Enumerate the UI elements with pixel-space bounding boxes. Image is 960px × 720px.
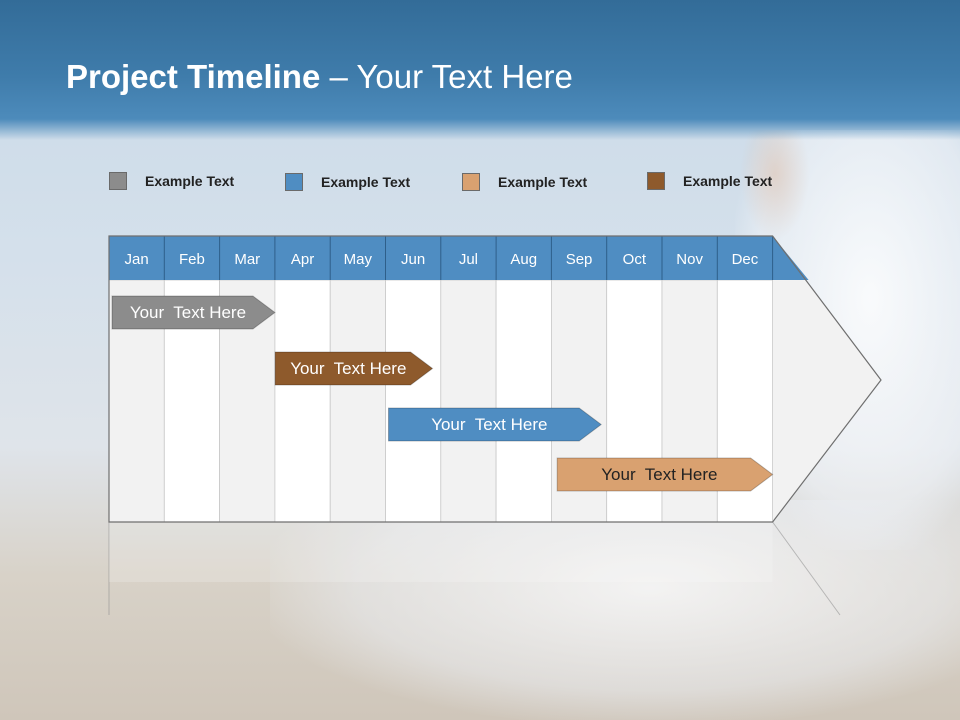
legend-label-3: Example Text: [498, 174, 588, 190]
month-label-jan: Jan: [125, 251, 149, 268]
month-column-aug: [495, 279, 552, 523]
legend-item-2: Example Text: [285, 171, 410, 193]
reflection-right-edge: [772, 521, 841, 616]
month-column-jul: [440, 279, 497, 523]
task-bar-label: Your Text Here: [431, 415, 547, 434]
background-arm: [740, 130, 810, 240]
slide-title-bold: Project Timeline: [66, 58, 321, 95]
month-column-jun: [385, 279, 442, 523]
legend-swatch-1: [109, 172, 127, 190]
legend-item-3: Example Text: [462, 171, 587, 193]
month-label-oct: Oct: [623, 251, 647, 268]
month-label-jun: Jun: [401, 251, 425, 268]
month-header-row: Jan Feb Mar Apr May Jun Jul Aug Sep Oct Nov Dec: [109, 236, 809, 280]
task-bar-label: Your Text Here: [290, 359, 406, 378]
background-cloth-bottom: [270, 500, 960, 720]
task-bar-label: Your Text Here: [130, 303, 246, 322]
legend-swatch-2: [285, 173, 303, 191]
month-label-feb: Feb: [179, 251, 205, 268]
legend-label-4: Example Text: [683, 173, 773, 189]
task-bar-2: Your Text Here: [274, 351, 434, 386]
legend-swatch-4: [647, 172, 665, 190]
month-column-may: [329, 279, 386, 523]
month-label-dec: Dec: [732, 251, 759, 268]
month-label-nov: Nov: [676, 251, 703, 268]
timeline-arrow-outline: [108, 235, 882, 523]
task-bar-shape: [556, 457, 774, 492]
slide-title: Project Timeline – Your Text Here: [66, 58, 573, 96]
legend-label-1: Example Text: [145, 173, 235, 189]
legend-item-4: Example Text: [647, 170, 772, 192]
reflection-fade: [109, 522, 773, 582]
task-bar-shape: [111, 295, 276, 330]
task-bar-3: Your Text Here: [388, 407, 603, 442]
legend-label-2: Example Text: [321, 174, 411, 190]
task-bar-label: Your Text Here: [601, 465, 717, 484]
month-label-mar: Mar: [234, 251, 260, 268]
legend-swatch-3: [462, 173, 480, 191]
task-bar-1: Your Text Here: [111, 295, 276, 330]
timeline-reflection: [108, 521, 841, 616]
month-column-apr: [274, 279, 331, 523]
month-label-sep: Sep: [566, 251, 593, 268]
month-label-apr: Apr: [291, 251, 314, 268]
month-label-jul: Jul: [459, 251, 478, 268]
task-bar-shape: [388, 407, 603, 442]
task-bar-4: Your Text Here: [556, 457, 774, 492]
month-label-aug: Aug: [510, 251, 537, 268]
legend-item-1: Example Text: [109, 170, 234, 192]
slide-title-rest: – Your Text Here: [320, 58, 573, 95]
month-header-band: [109, 236, 809, 280]
month-label-may: May: [344, 251, 373, 268]
task-bar-shape: [274, 351, 434, 386]
title-banner: Project Timeline – Your Text Here: [0, 0, 960, 140]
